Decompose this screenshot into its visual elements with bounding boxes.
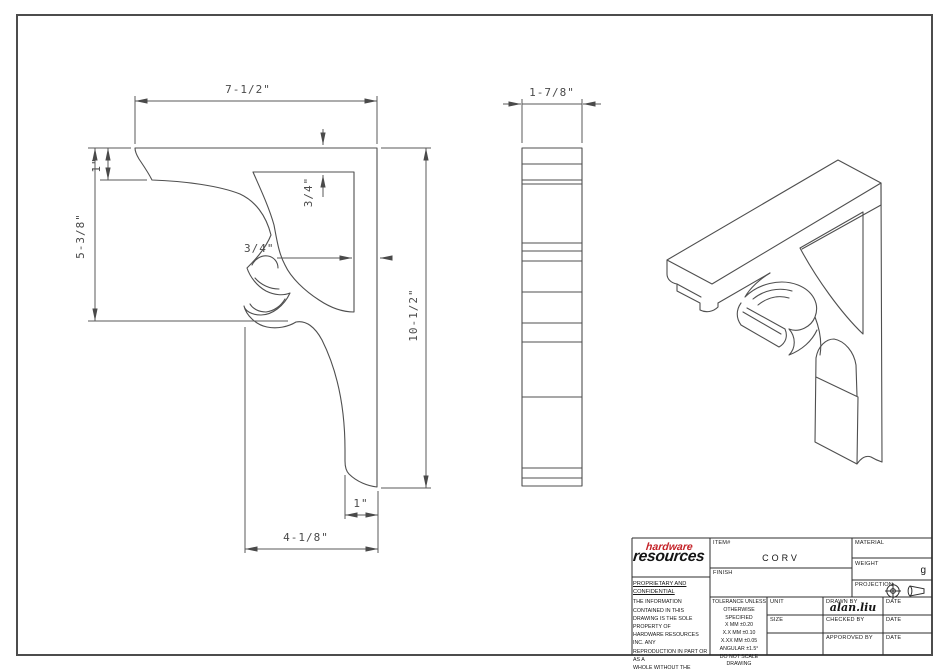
isometric-view: [666, 159, 883, 465]
weight-value: g: [920, 565, 926, 576]
dim-bottom-width: 4-1/8": [283, 531, 329, 544]
scroll-hook-inner: [254, 277, 280, 290]
projection-symbols: [885, 583, 925, 599]
dim-total-height: 10-1/2": [407, 288, 420, 341]
tolerance-block: TOLERANCE UNLESS OTHERWISE SPECIFIED X M…: [712, 599, 766, 668]
finish-label: FINISH: [713, 570, 733, 576]
projection-label: PROJECTION: [855, 582, 894, 588]
date-label-checked: DATE: [886, 617, 902, 623]
dim-left-height: 5-3/8": [74, 213, 87, 259]
drawn-by-label: DRAWN BY: [826, 599, 858, 605]
approved-by-label: APPOROVED BY: [826, 635, 873, 641]
iso-leg: [814, 338, 883, 465]
logo-cell: hardware resources: [632, 538, 710, 577]
title-block-grid: [631, 537, 932, 655]
front-inner-cutout: [252, 171, 355, 313]
weight-label: WEIGHT: [855, 561, 879, 567]
drawn-by-signature: alan.liu: [829, 601, 877, 614]
front-profile-outline: [134, 147, 378, 488]
unit-label: UNIT: [770, 599, 784, 605]
size-label: SIZE: [770, 617, 784, 623]
date-label-approved: DATE: [886, 635, 902, 641]
iso-slab-front: [717, 182, 882, 304]
checked-by-label: CHECKED BY: [826, 617, 865, 623]
proprietary-body: THE INFORMATION CONTAINED IN THIS DRAWIN…: [633, 599, 708, 671]
item-label: ITEM#: [713, 540, 731, 546]
lower-scroll-inner-curl: [249, 298, 286, 313]
logo-resources: resources: [632, 548, 706, 565]
upper-scroll-inner-curl: [251, 255, 279, 269]
sheet-border: [16, 14, 933, 656]
proprietary-heading: PROPRIETARY AND CONFIDENTIAL: [633, 581, 687, 596]
dim-leg-thickness: 3/4": [244, 242, 275, 255]
iso-scroll: [736, 272, 822, 356]
dim-foot-width: 1": [353, 497, 368, 510]
side-profile-steps: [521, 163, 583, 479]
dim-depth: 1-7/8": [529, 86, 575, 99]
material-label: MATERIAL: [855, 540, 885, 546]
projection-cone-icon: [907, 585, 925, 597]
iso-end-lip: [666, 259, 719, 313]
date-label-drawn: DATE: [886, 599, 902, 605]
item-value: CORV: [762, 553, 800, 563]
front-view-dimensions: 7-1/2" 1" 5-3/8" 3/4" 3/4" 10-1/2" 1" 4-…: [74, 83, 431, 553]
iso-right-edge: [880, 182, 883, 463]
dim-arm-end-thickness: 1": [90, 157, 103, 172]
iso-web-sail: [799, 211, 864, 335]
front-view: [134, 147, 378, 488]
iso-top-face: [666, 159, 882, 285]
dim-arm-thickness: 3/4": [302, 177, 315, 208]
dim-width-top: 7-1/2": [225, 83, 271, 96]
side-view: 1-7/8": [503, 86, 601, 487]
proprietary-cell: PROPRIETARY AND CONFIDENTIAL THE INFORMA…: [633, 580, 709, 671]
